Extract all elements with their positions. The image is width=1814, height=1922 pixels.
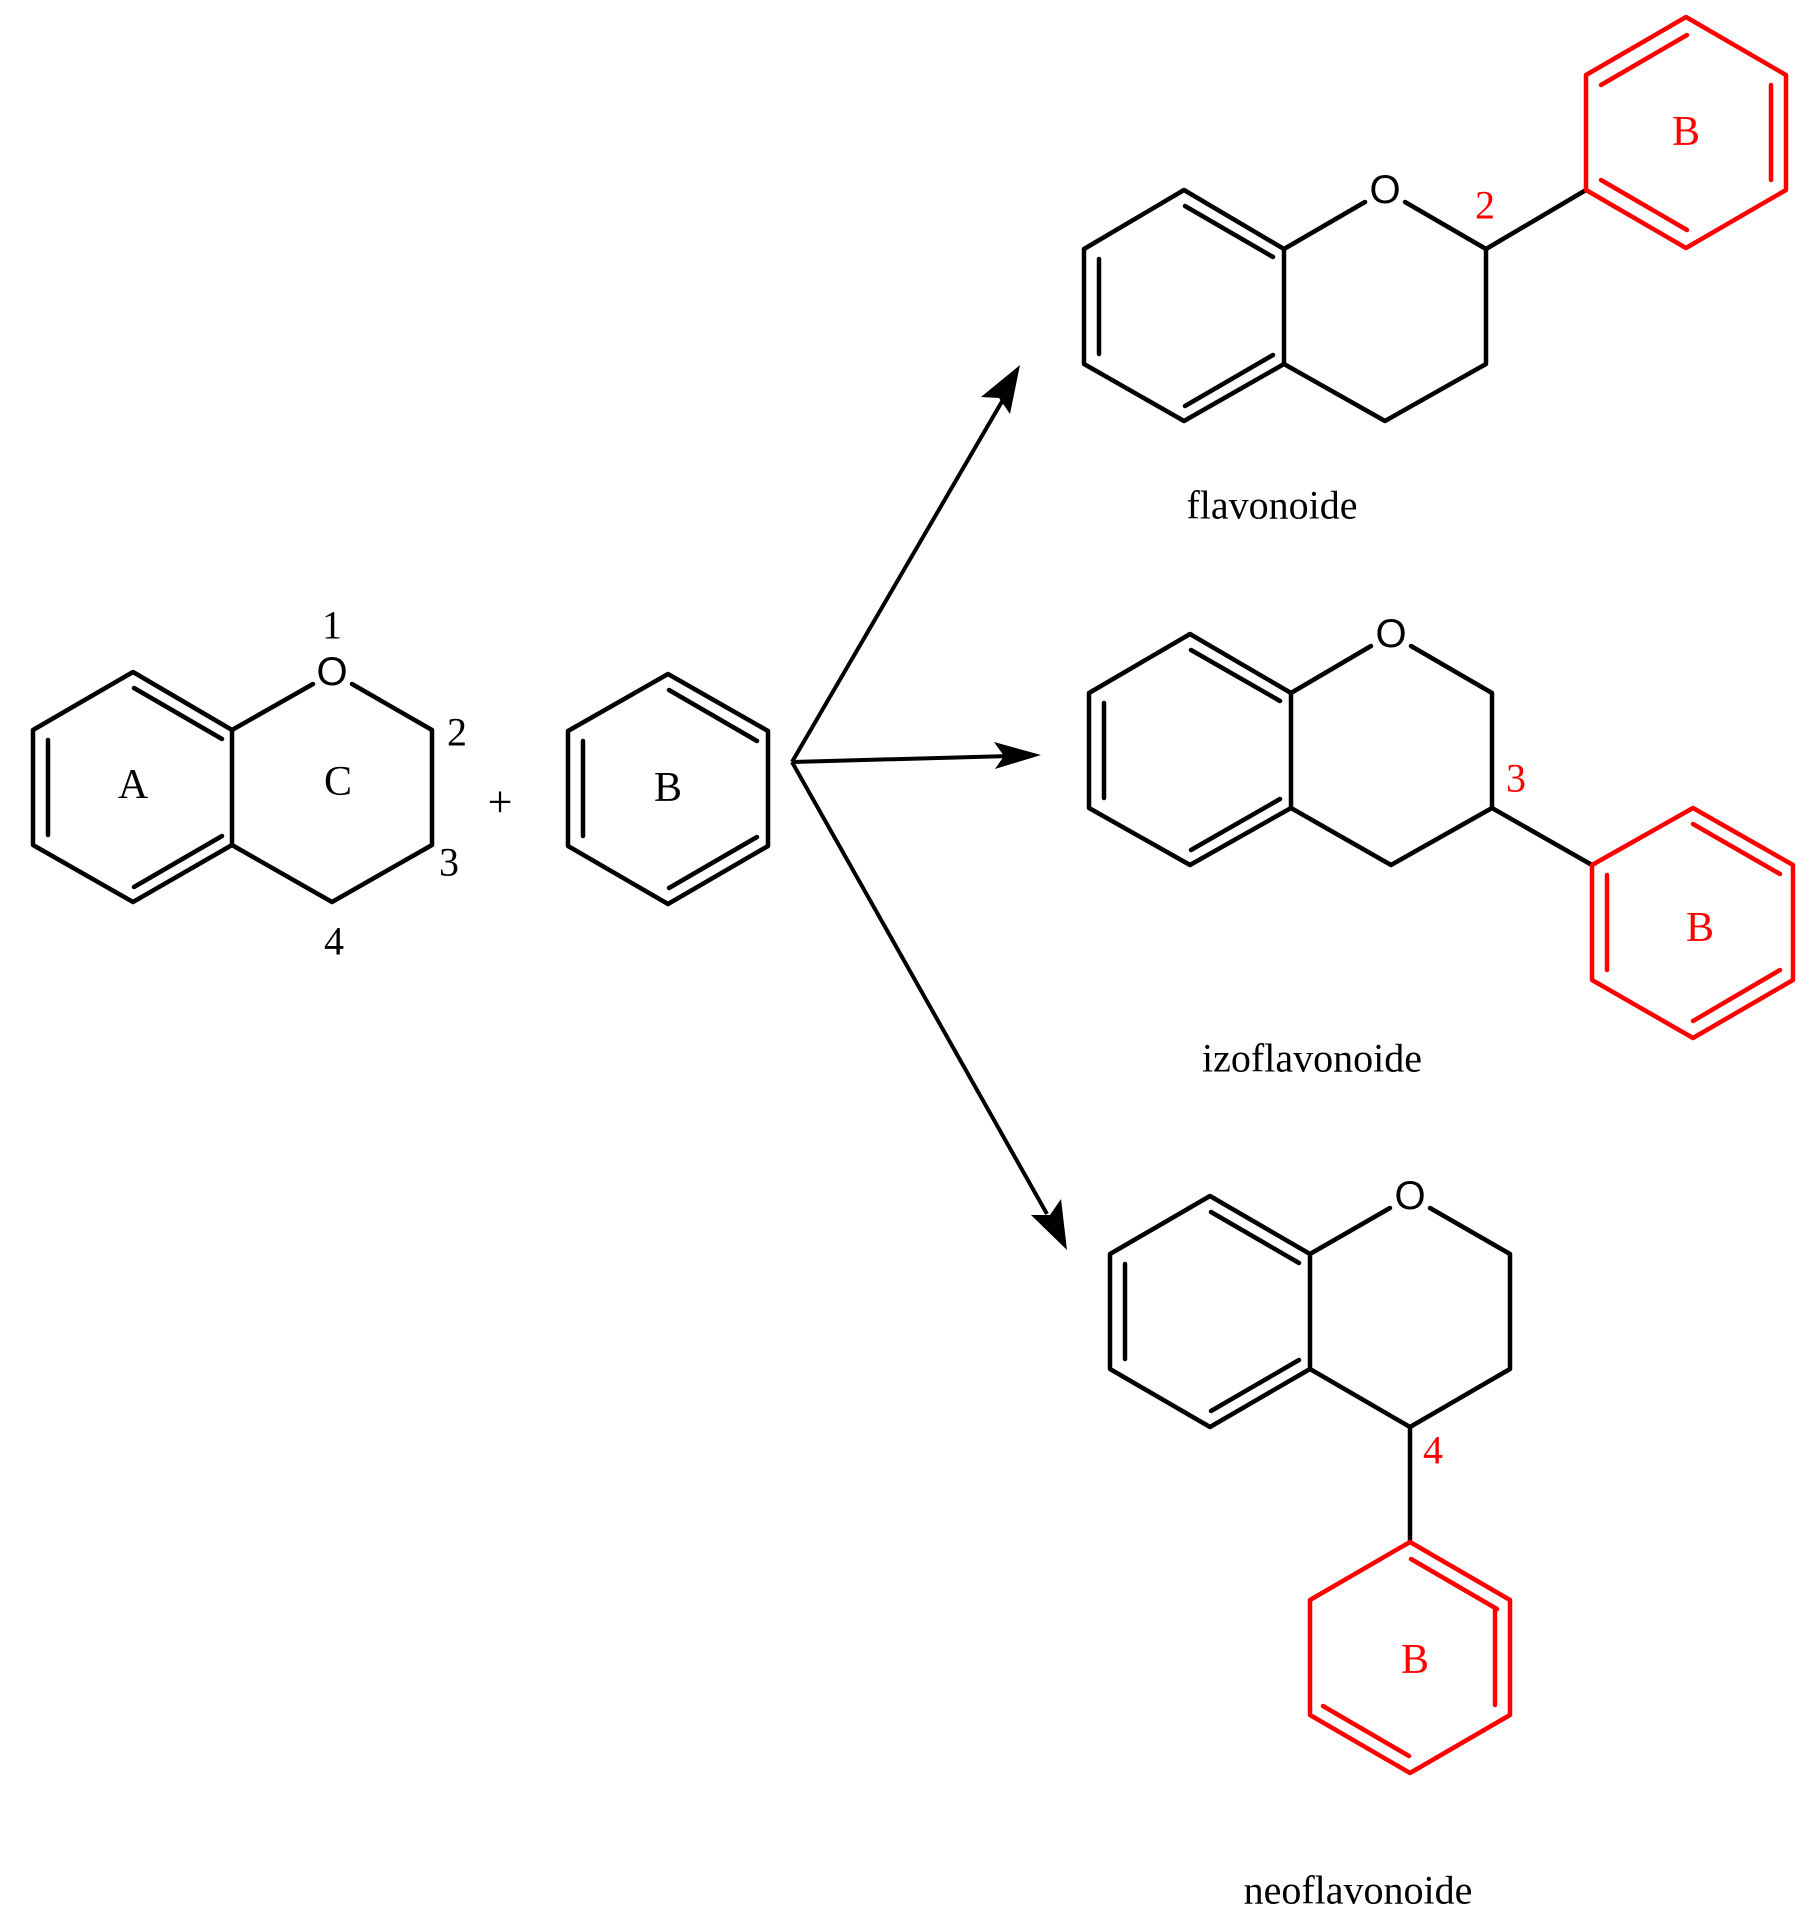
ring-a-label: A: [118, 762, 149, 808]
ring-c-label: C: [324, 759, 352, 805]
flavonoide-ring-a-bonds: [1081, 187, 1287, 424]
izoflavonoide-ring-b-bonds: [1589, 805, 1796, 1041]
product-flavonoide: O 2 B flavonoide: [1081, 14, 1789, 528]
flavonoide-b-linker-bond: [1483, 187, 1589, 252]
flavonoide-caption: flavonoide: [1186, 483, 1357, 528]
position-3-label: 3: [439, 840, 459, 885]
reactant-oxygen-atom: O: [316, 650, 347, 694]
izoflavonoide-position-label: 3: [1506, 756, 1526, 801]
neoflavonoide-ring-b-double-bonds: [1320, 1556, 1500, 1759]
product-izoflavonoide: O 3 B izoflavonoide: [1086, 612, 1796, 1081]
flavonoide-oxygen-atom: O: [1369, 168, 1400, 212]
reactant-ring-c-bonds: [229, 681, 435, 905]
neoflavonoide-ring-b-label: B: [1401, 1637, 1429, 1683]
flavonoide-ring-b-double-bonds: [1598, 32, 1774, 233]
izoflavonoide-caption: izoflavonoide: [1202, 1036, 1422, 1081]
arrow-to-flavonoide: [790, 396, 1006, 764]
izoflavonoide-ring-c-bonds: [1288, 643, 1495, 868]
reactant-ring-b: B: [565, 671, 771, 907]
arrowhead-flavonoide: [981, 365, 1020, 414]
neoflavonoide-ring-a-double-bonds: [1122, 1209, 1302, 1414]
position-4-label: 4: [324, 919, 344, 964]
neoflavonoide-ring-c-bonds: [1307, 1205, 1513, 1430]
neoflavonoide-ring-a-bonds: [1107, 1193, 1313, 1430]
flavonoide-position-label: 2: [1475, 183, 1495, 228]
flavonoide-ring-b-label: B: [1672, 109, 1700, 155]
izoflavonoide-ring-a-bonds: [1086, 631, 1294, 868]
neoflavonoide-caption: neoflavonoide: [1244, 1868, 1473, 1913]
flavonoide-ring-c-bonds: [1281, 199, 1489, 424]
ring-b-label: B: [654, 765, 682, 811]
flavonoide-ring-b-bonds: [1583, 14, 1789, 251]
ring-b-bonds: [565, 671, 771, 907]
neoflavonoide-position-label: 4: [1423, 1428, 1443, 1473]
arrowhead-neoflavonoide: [1031, 1199, 1067, 1250]
neoflavonoide-oxygen-atom: O: [1394, 1174, 1425, 1218]
position-2-label: 2: [447, 710, 467, 755]
neoflavonoide-ring-b-bonds: [1307, 1539, 1513, 1776]
izoflavonoide-ring-a-double-bonds: [1101, 647, 1283, 853]
reaction-arrows: [790, 365, 1067, 1250]
izoflavonoide-ring-b-label: B: [1686, 905, 1714, 951]
product-neoflavonoide: O 4 B neoflavonoide: [1107, 1174, 1513, 1913]
izoflavonoide-ring-b-double-bonds: [1604, 821, 1783, 1024]
ring-b-double-bonds: [580, 687, 760, 891]
izoflavonoide-b-linker-bond: [1489, 805, 1595, 868]
plus-sign: +: [488, 778, 513, 827]
arrow-to-izoflavonoide: [791, 754, 1011, 764]
reactant-ring-a-double-bonds: [45, 685, 225, 890]
flavonoide-ring-a-double-bonds: [1096, 203, 1276, 409]
reactant-chroman: O A C 1 2 3 4: [30, 603, 467, 964]
position-1-label: 1: [322, 603, 342, 648]
arrow-to-neoflavonoide: [790, 761, 1049, 1215]
arrowhead-izoflavonoide: [994, 742, 1041, 769]
izoflavonoide-oxygen-atom: O: [1375, 612, 1406, 656]
